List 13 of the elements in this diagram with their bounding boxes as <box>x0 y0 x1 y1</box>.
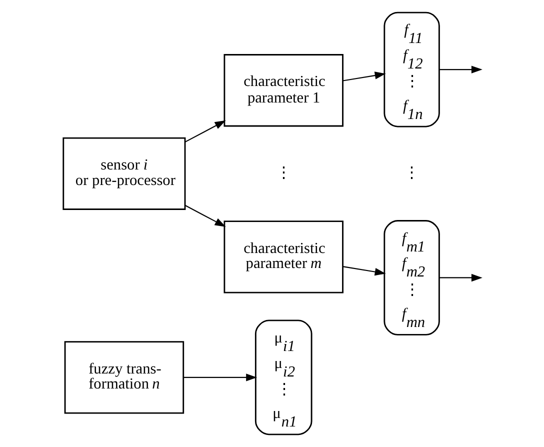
arrow <box>342 266 386 276</box>
node-box: characteristic parameter m <box>223 220 343 294</box>
label: ⋮ <box>275 164 290 182</box>
arrow <box>184 120 226 142</box>
node-box: fuzzy trans- formation n <box>64 341 184 414</box>
arrow <box>438 66 482 74</box>
node-box: sensor i or pre-processor <box>62 137 186 210</box>
node-box: characteristic parameter 1 <box>223 54 343 127</box>
arrow <box>342 72 386 82</box>
arrow <box>184 204 226 227</box>
label: ⋮ <box>404 164 419 182</box>
arrow <box>182 374 257 382</box>
arrow <box>438 274 482 282</box>
